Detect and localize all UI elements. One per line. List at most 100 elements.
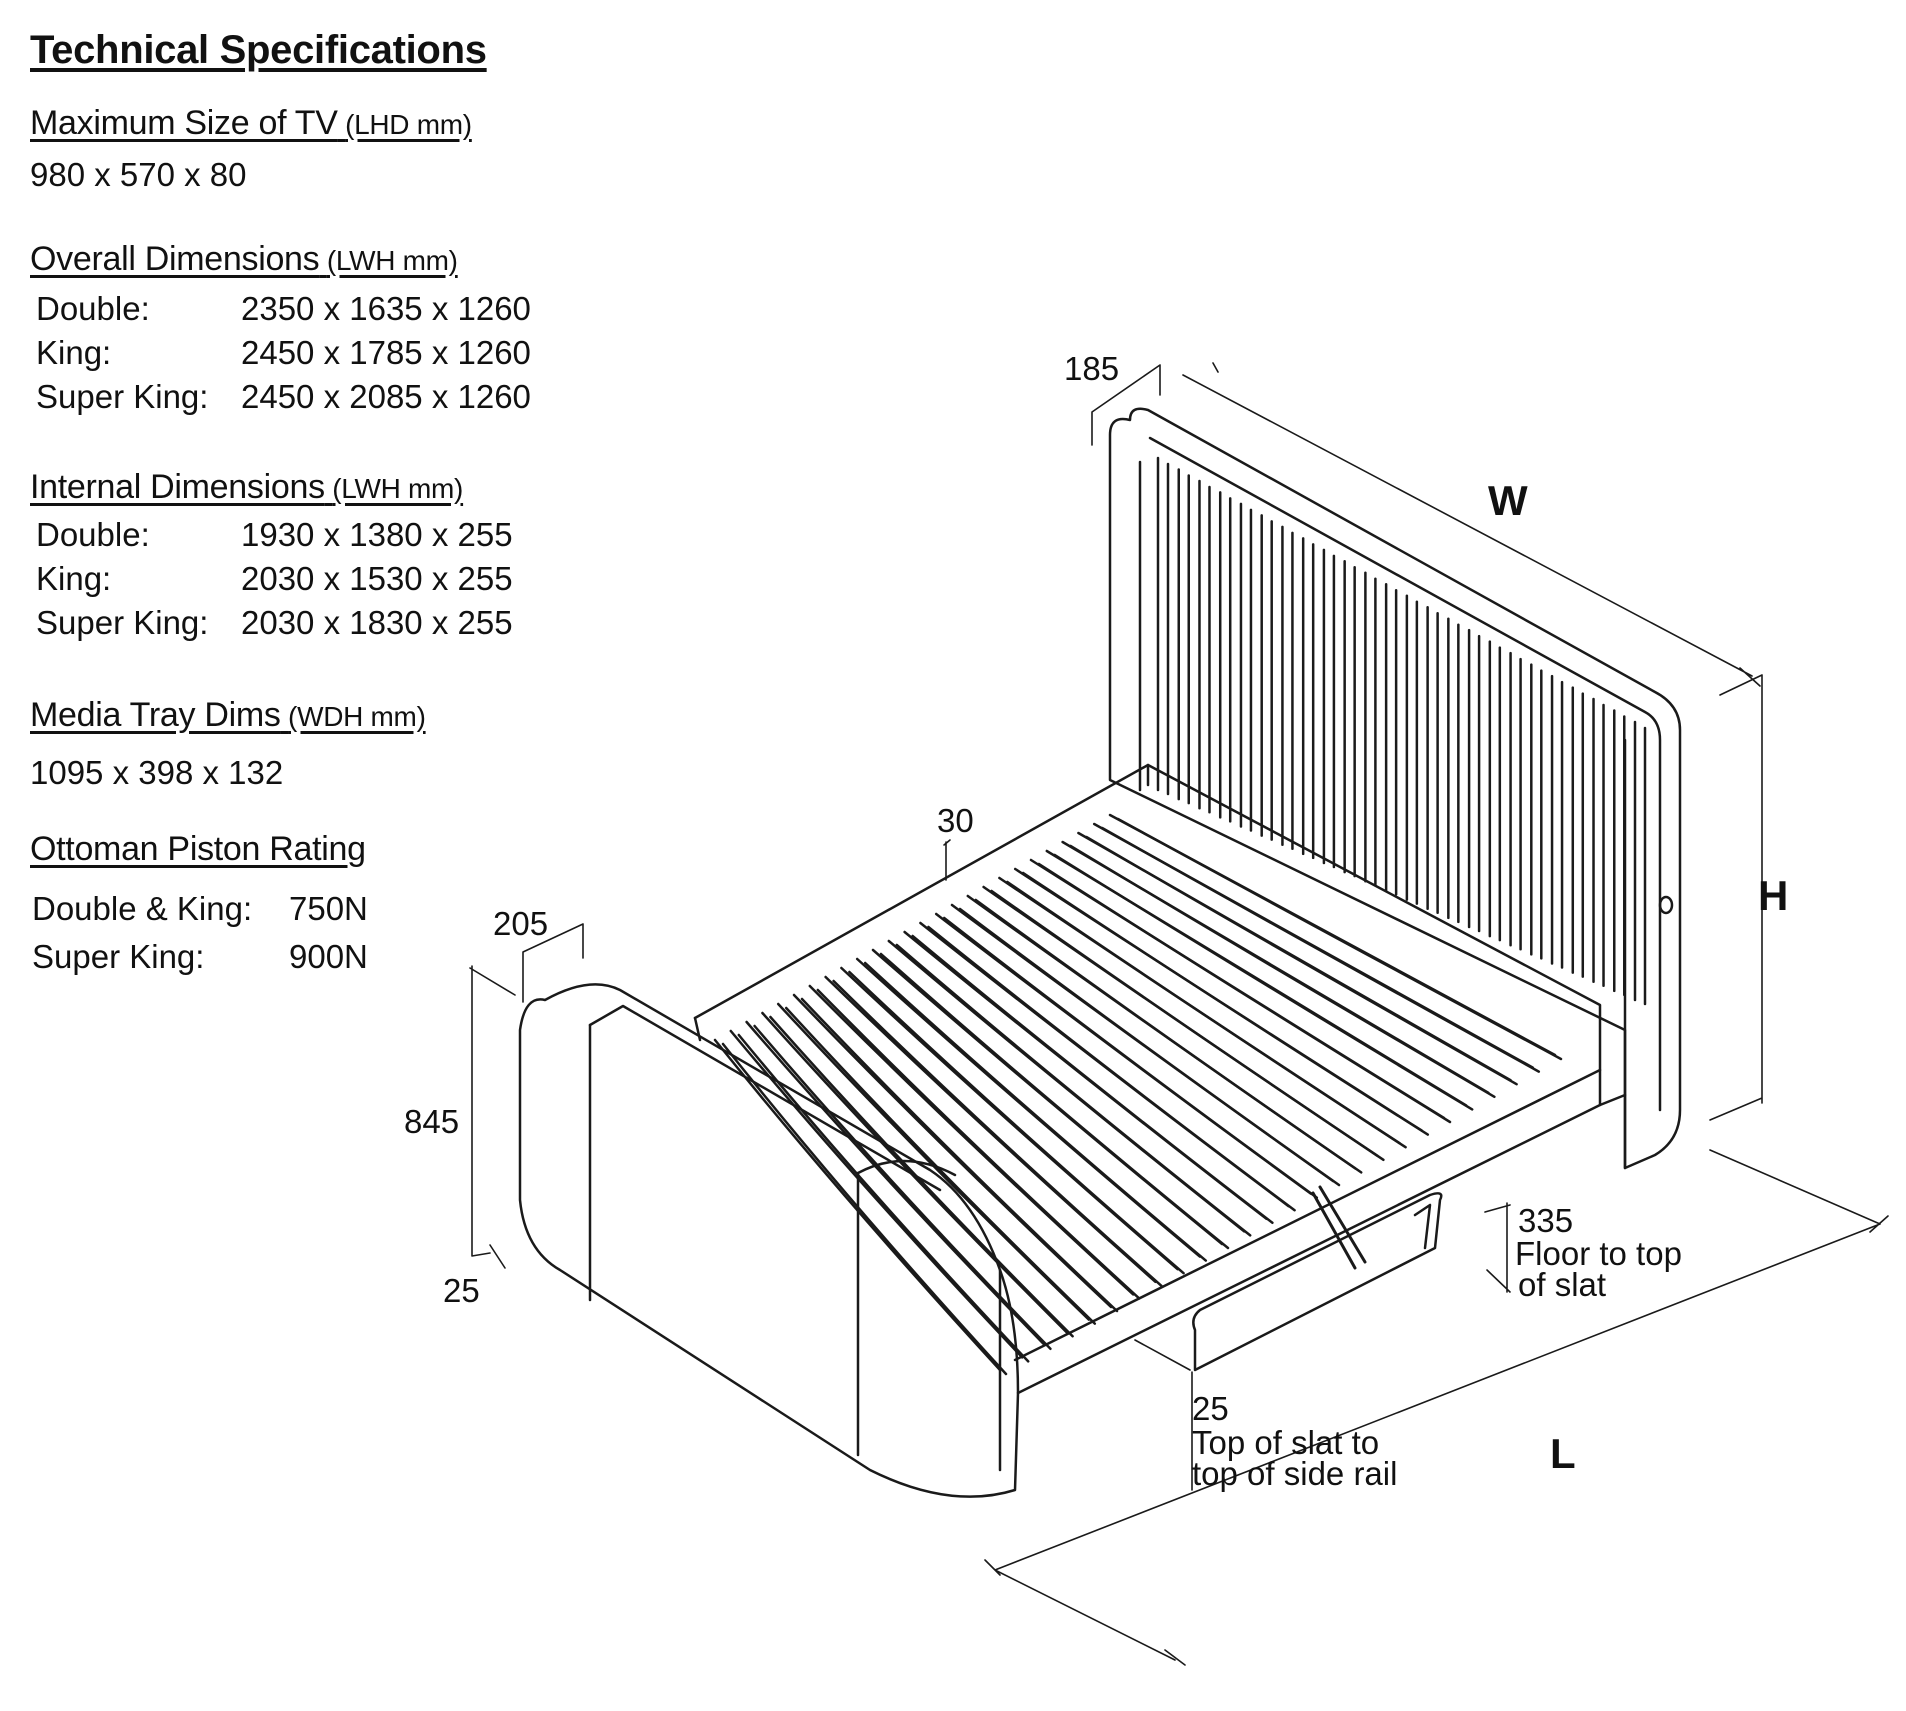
internal-row-king: King:2030 x 1530 x 255 [36,560,513,598]
slat-edge [848,970,1185,1275]
headboard-rib [1550,674,1564,969]
overall-dims-heading: Overall Dimensions (LWH mm) [30,240,458,279]
headboard-rib [1405,594,1419,905]
page-title: Technical Specifications [30,28,487,72]
internal-row-super-king: Super King: 2030 x 1830 x 255 [36,604,513,642]
dim-h-label: H [1758,872,1788,919]
dim-25-rail-label: 25 [1192,1390,1229,1427]
slat-edge [769,1015,1074,1338]
dimension-lines [469,362,1889,1666]
overall-dims-heading-text: Overall Dimensions [30,240,320,278]
slat-edge [753,1024,1052,1351]
slat-edge [911,934,1274,1225]
media-tray-value: 1095 x 398 x 132 [30,754,284,791]
headboard-rib [1530,663,1543,960]
slat-edge [942,916,1319,1199]
slat-edge [800,997,1119,1313]
headboard-rib [1260,514,1273,841]
slat [761,1011,1068,1334]
piston-heading: Ottoman Piston Rating [30,830,366,868]
row-label: Super King: [36,378,209,415]
headboard-rib [1613,709,1626,997]
slat-edge [879,952,1230,1250]
slat-edge [721,1042,1008,1376]
slat-edge [990,889,1385,1162]
row-label: King: [36,560,112,597]
media-tray-heading-text: Media Tray Dims [30,696,281,734]
slat [792,993,1113,1309]
slat-edge [863,961,1208,1262]
slat-edge [1006,880,1407,1149]
slat-edge [784,1006,1097,1325]
overall-row-super-king: Super King: 2450 x 2085 x 1260 [36,378,531,416]
slat-edge [1021,871,1430,1136]
internal-dims-heading-text: Internal Dimensions [30,468,325,506]
dim-335-note-line2: of slat [1518,1266,1606,1303]
dim-rail-note-line1: Top of slat to [1192,1424,1379,1461]
overall-dims-unit: (LWH mm) [326,245,458,276]
dim-rail-note-line2: top of side rail [1192,1455,1397,1492]
bed-base [693,763,1627,1395]
tv-size-unit: (LHD mm) [345,109,472,140]
piston-row-super-king: Super King: 900N [32,938,368,976]
headboard-rib [1198,479,1211,814]
slat-edge [1069,844,1496,1099]
headboard-rib [1633,720,1647,1006]
headboard-rib [1571,686,1585,978]
slat-edge [927,925,1296,1212]
internal-dims-heading: Internal Dimensions (LWH mm) [30,468,463,507]
slat-edge [958,907,1341,1187]
dim-185-label: 185 [1064,350,1119,387]
dim-l-label: L [1550,1430,1576,1477]
slat-edge [1100,826,1541,1073]
row-label: Double: [36,516,150,553]
slat-edge [895,943,1252,1237]
headboard-ribs [1156,456,1647,1006]
row-value: 2350 x 1635 x 1260 [241,290,531,327]
row-value: 2450 x 2085 x 1260 [241,378,531,415]
dim-335-note-line1: Floor to top [1515,1235,1682,1272]
dim-25-foot-label: 25 [443,1272,480,1309]
dim-845-label: 845 [404,1103,459,1140]
row-label: Super King: [36,604,209,641]
tv-size-heading-text: Maximum Size of TV [30,104,338,142]
row-label: King: [36,334,112,371]
dim-335-label: 335 [1518,1202,1573,1239]
slat-edge [816,988,1141,1300]
row-value: 900N [289,938,368,975]
media-tray-heading: Media Tray Dims (WDH mm) [30,696,426,735]
overall-row-double: Double:2350 x 1635 x 1260 [36,290,531,328]
slat [776,1002,1091,1321]
row-value: 2030 x 1830 x 255 [241,604,513,641]
slat-edge [1085,835,1518,1086]
headboard-rib [1488,640,1502,942]
footboard-tv-cabinet [518,983,1020,1498]
headboard-rib [1426,605,1439,914]
headboard-rib [1301,537,1315,860]
row-value: 2450 x 1785 x 1260 [241,334,531,371]
headboard-rib [1592,697,1605,987]
row-value: 750N [289,890,368,927]
headboard-rib [1156,456,1170,796]
headboard-rib [1467,628,1481,933]
headboard-rib [1281,525,1294,851]
slat-base [713,813,1563,1376]
diagram-labels: 185 W H L 30 205 845 25 335 Floor to top… [404,350,1788,1492]
headboard-rib [1509,651,1522,951]
row-label: Double & King: [32,890,253,927]
slat-edge [737,1033,1030,1363]
headboard-rib [1322,548,1336,869]
headboard-rib [1447,617,1460,924]
slat-edge [1053,853,1474,1111]
headboard-rib [1343,560,1356,878]
slat-edge [1116,817,1563,1061]
overall-row-king: King: 2450 x 1785 x 1260 [36,334,531,372]
headboard-rib [1384,583,1398,896]
dim-205-label: 205 [493,905,548,942]
slat [729,1029,1024,1359]
headboard-rib [1177,468,1190,805]
headboard-rib [1239,502,1253,832]
slat-edge [832,979,1163,1288]
row-value: 1930 x 1380 x 255 [241,516,513,553]
row-label: Super King: [32,938,205,975]
